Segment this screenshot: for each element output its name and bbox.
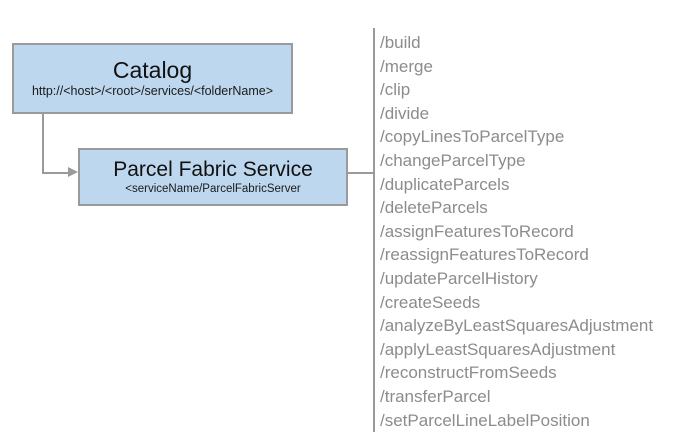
operation-item[interactable]: /reconstructFromSeeds xyxy=(380,363,557,383)
operation-item[interactable]: /transferParcel xyxy=(380,386,491,406)
operation-item[interactable]: /assignFeaturesToRecord xyxy=(380,221,574,241)
parcel-fabric-service-node[interactable]: Parcel Fabric Service <serviceName/Parce… xyxy=(78,148,348,206)
catalog-node-title: Catalog xyxy=(112,57,193,84)
arrowhead-icon xyxy=(68,167,78,177)
connector-catalog-horizontal xyxy=(42,172,70,174)
operation-item[interactable]: /applyLeastSquaresAdjustment xyxy=(380,339,616,359)
operation-item[interactable]: /divide xyxy=(380,103,430,123)
operation-item[interactable]: /changeParcelType xyxy=(380,150,526,170)
catalog-node[interactable]: Catalog http://<host>/<root>/services/<f… xyxy=(12,43,293,114)
catalog-node-url: http://<host>/<root>/services/<folderNam… xyxy=(31,84,274,99)
operation-item[interactable]: /analyzeByLeastSquaresAdjustment xyxy=(380,316,654,336)
operation-item[interactable]: /setParcelLineLabelPosition xyxy=(380,410,590,430)
operation-item[interactable]: /clip xyxy=(380,80,411,100)
operation-item[interactable]: /deleteParcels xyxy=(380,198,488,218)
operation-item[interactable]: /merge xyxy=(380,56,433,76)
service-node-path: <serviceName/ParcelFabricServer xyxy=(125,182,301,195)
operation-item[interactable]: /copyLinesToParcelType xyxy=(380,127,565,147)
operation-item[interactable]: /build xyxy=(380,33,421,52)
operations-list: /build/merge/clip/divide/copyLinesToParc… xyxy=(380,31,680,432)
operation-item[interactable]: /duplicateParcels xyxy=(380,174,510,194)
service-node-title: Parcel Fabric Service xyxy=(113,157,313,181)
operations-divider xyxy=(373,28,375,432)
operation-item[interactable]: /updateParcelHistory xyxy=(380,268,538,288)
operation-item[interactable]: /createSeeds xyxy=(380,292,481,312)
operation-item[interactable]: /reassignFeaturesToRecord xyxy=(380,245,589,265)
connector-catalog-vertical xyxy=(42,114,44,174)
connector-service-to-operations xyxy=(348,172,374,174)
